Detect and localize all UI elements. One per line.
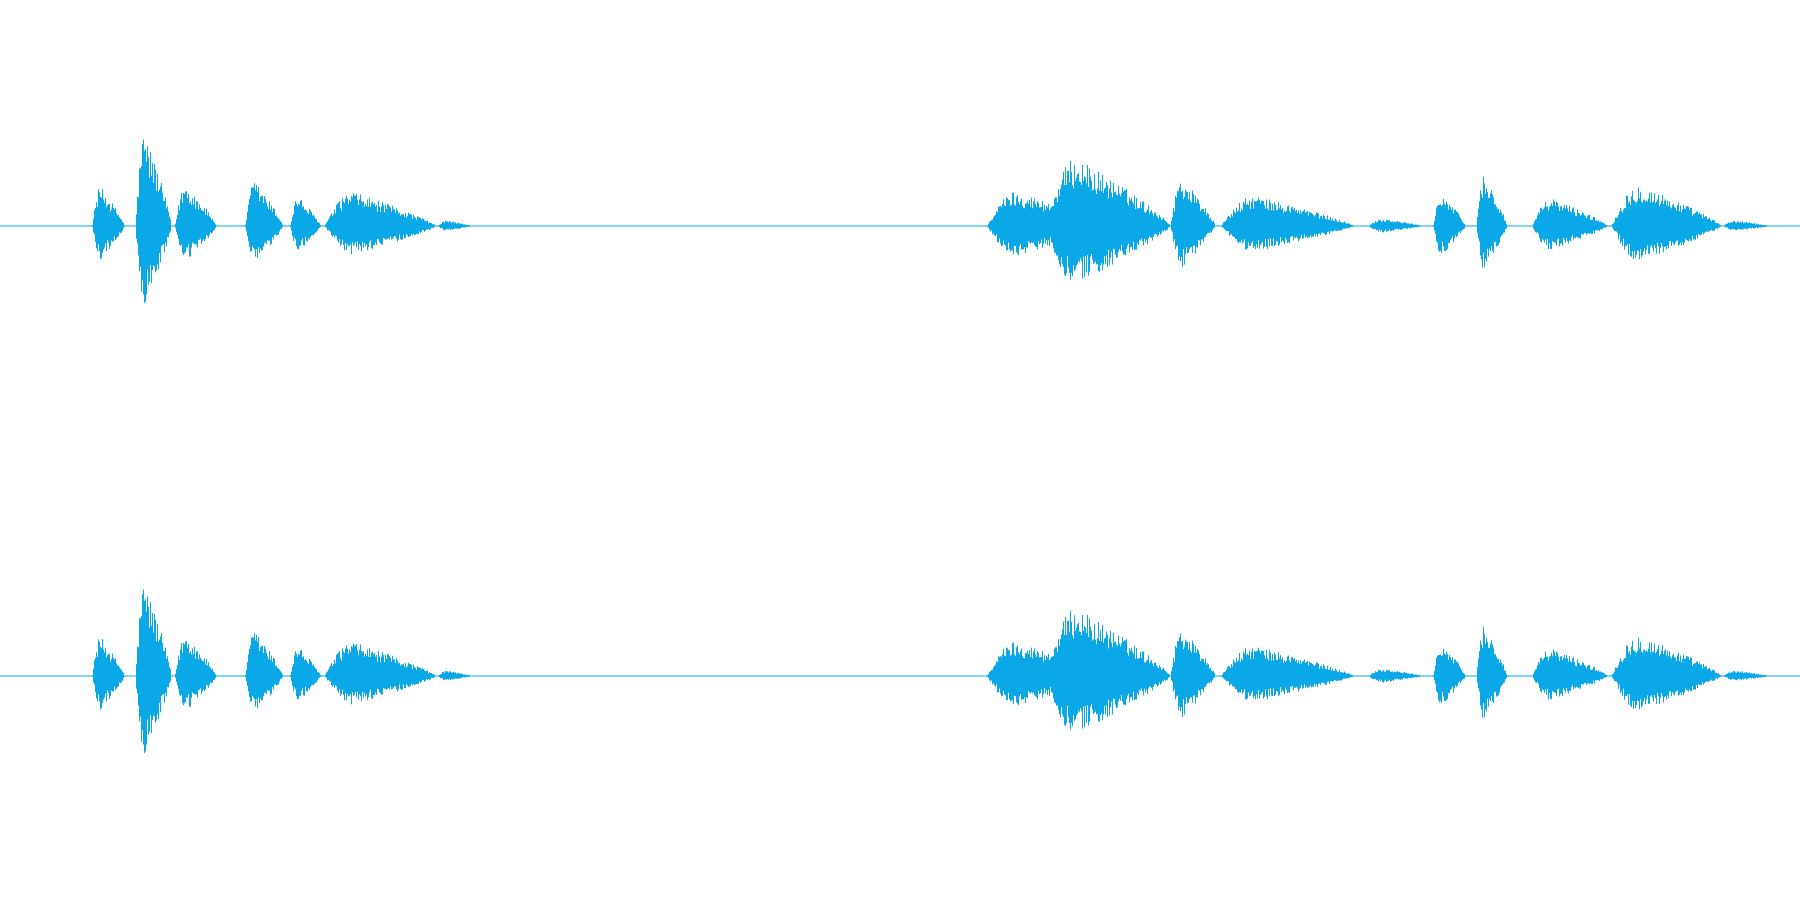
waveform-channel-right[interactable]	[0, 450, 1800, 900]
waveform-samples	[92, 589, 1769, 753]
waveform-channel-left[interactable]	[0, 0, 1800, 450]
waveform-channel-left-svg	[0, 139, 1800, 303]
waveform-samples	[92, 139, 1769, 303]
waveform-channel-right-svg	[0, 589, 1800, 753]
